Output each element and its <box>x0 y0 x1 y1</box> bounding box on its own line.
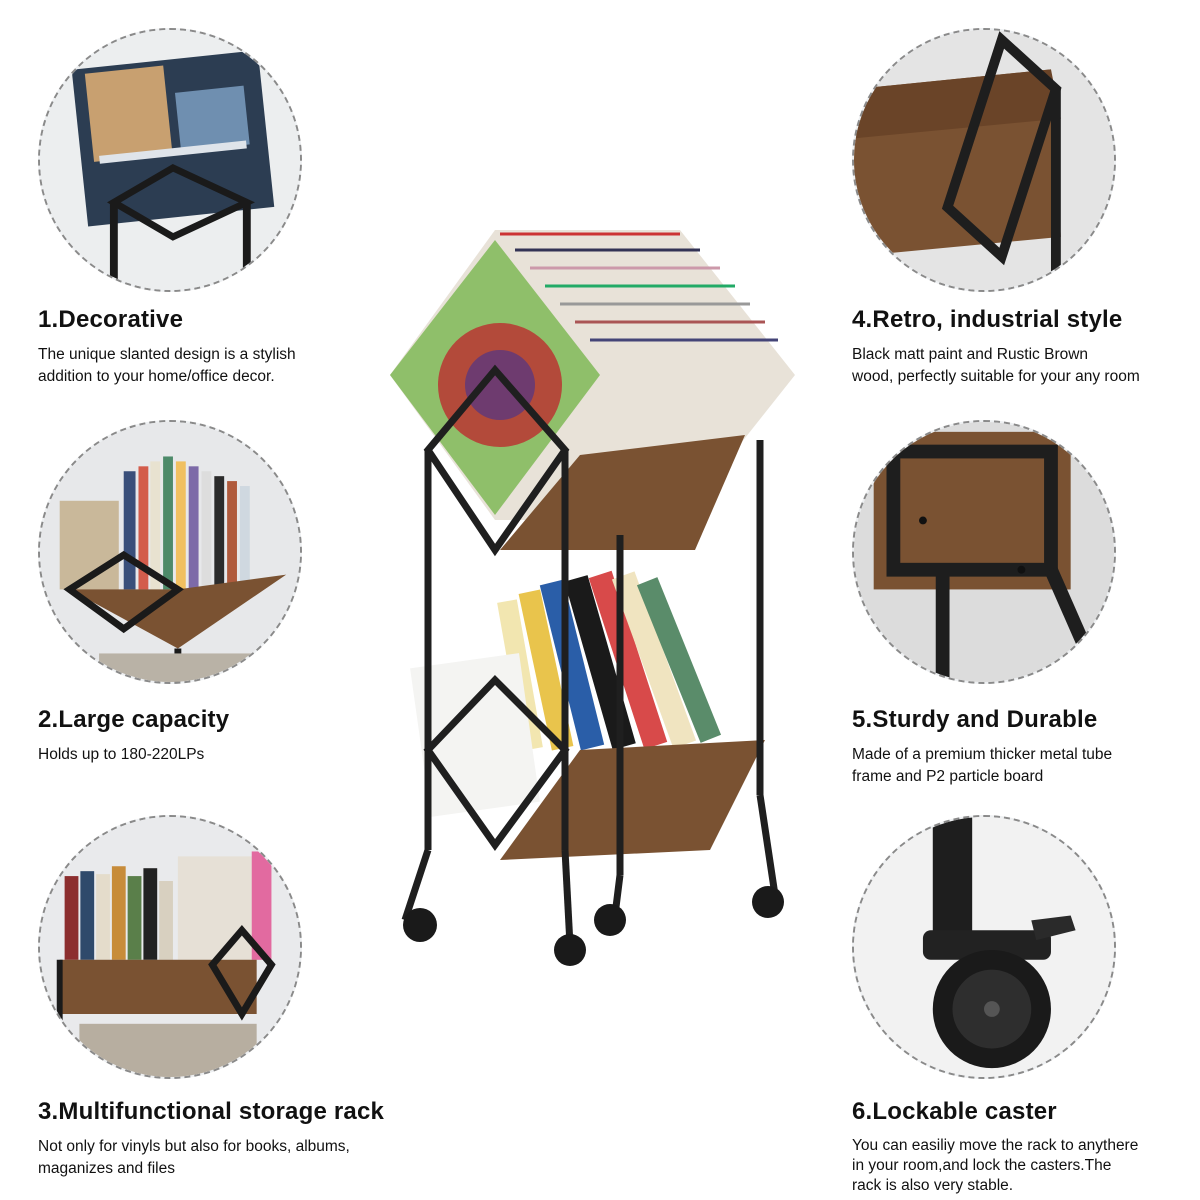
feature-title: 2.Large capacity <box>38 706 230 733</box>
metal-frame <box>401 364 779 946</box>
feature-line: addition to your home/office decor. <box>38 368 275 385</box>
feature-title: 4.Retro, industrial style <box>852 306 1123 333</box>
feature-title: 1.Decorative <box>38 306 184 333</box>
feature-line: Holds up to 180-220LPs <box>38 746 205 763</box>
feature-lockable-caster: 6.Lockable caster You can easiliy move t… <box>852 1098 1192 1196</box>
feature-line: Not only for vinyls but also for books, … <box>38 1138 350 1155</box>
feature-line: The unique slanted design is a stylish <box>38 346 296 363</box>
caster-wheels-icon <box>403 886 784 966</box>
feature-title: 6.Lockable caster <box>852 1098 1057 1125</box>
feature-line: wood, perfectly suitable for your any ro… <box>852 368 1140 385</box>
detail-image-large-capacity <box>38 420 302 684</box>
feature-line: in your room,and lock the casters.The <box>852 1157 1112 1174</box>
feature-multifunctional: 3.Multifunctional storage rack Not only … <box>38 1098 458 1180</box>
feature-description: The unique slanted design is a stylish a… <box>38 344 378 388</box>
feature-description: Black matt paint and Rustic Brown wood, … <box>852 344 1192 388</box>
feature-decorative: 1.Decorative The unique slanted design i… <box>38 306 378 388</box>
detail-image-multifunctional <box>38 815 302 1079</box>
feature-line: Made of a premium thicker metal tube <box>852 746 1113 763</box>
product-image-record-rack <box>380 220 820 980</box>
feature-title: 3.Multifunctional storage rack <box>38 1098 385 1125</box>
detail-image-sturdy-durable <box>852 420 1116 684</box>
feature-title: 5.Sturdy and Durable <box>852 706 1098 733</box>
feature-retro-industrial: 4.Retro, industrial style Black matt pai… <box>852 306 1192 388</box>
feature-description: Made of a premium thicker metal tube fra… <box>852 744 1192 788</box>
detail-image-decorative <box>38 28 302 292</box>
feature-description: Not only for vinyls but also for books, … <box>38 1136 458 1180</box>
top-wood-bin <box>500 435 745 550</box>
feature-line: rack is also very stable. <box>852 1177 1014 1194</box>
feature-line: You can easiliy move the rack to anyther… <box>852 1137 1139 1154</box>
detail-image-retro-industrial <box>852 28 1116 292</box>
feature-description: You can easiliy move the rack to anyther… <box>852 1136 1192 1196</box>
detail-image-lockable-caster <box>852 815 1116 1079</box>
feature-large-capacity: 2.Large capacity Holds up to 180-220LPs <box>38 706 378 766</box>
feature-description: Holds up to 180-220LPs <box>38 744 378 766</box>
feature-line: frame and P2 particle board <box>852 768 1044 785</box>
bottom-wood-bin <box>500 740 765 860</box>
feature-sturdy-durable: 5.Sturdy and Durable Made of a premium t… <box>852 706 1192 788</box>
feature-line: Black matt paint and Rustic Brown <box>852 346 1089 363</box>
feature-line: maganizes and files <box>38 1160 175 1177</box>
